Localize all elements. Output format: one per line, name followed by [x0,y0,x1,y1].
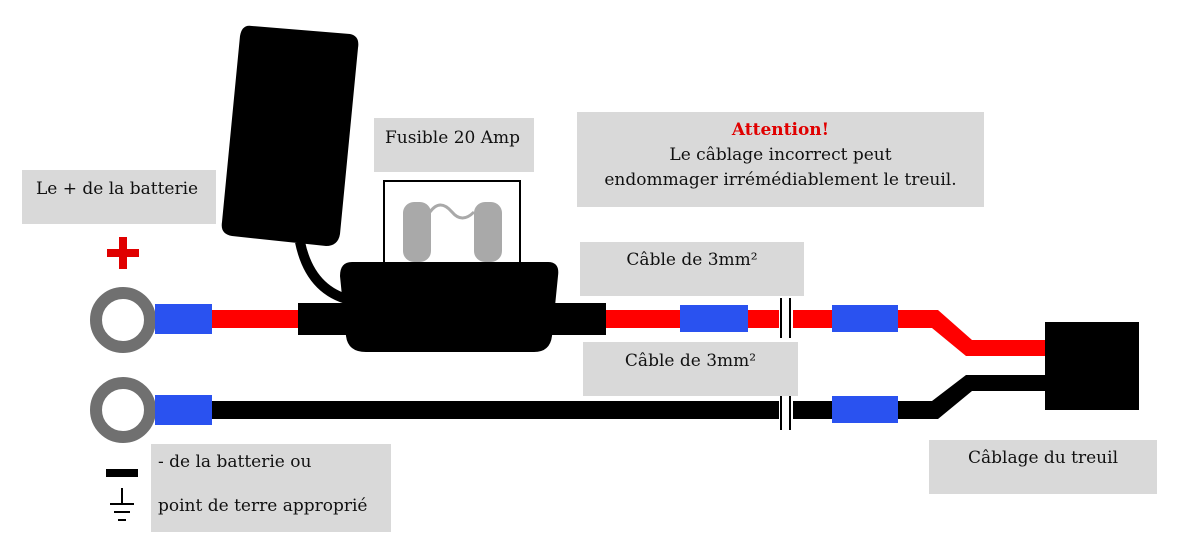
ground-icon [110,488,134,521]
battery-negative-label: - de la batterie ou point de terre appro… [151,444,391,532]
fuse-cap [221,25,359,246]
cable-top-label: Câble de 3mm² [580,242,804,296]
cable-break-positive [779,298,793,338]
ring-terminal-positive [90,287,156,353]
fuse-label: Fusible 20 Amp [374,118,534,172]
fuse-holder [340,262,559,352]
fuse-label-text: Fusible 20 Amp [385,128,521,148]
sleeve-negative-inline [832,396,898,423]
sleeve-positive-terminal [155,304,212,334]
battery-negative-line-2: point de terre approprié [158,496,368,516]
sleeve-negative-terminal [155,395,212,425]
cable-bottom-text: Câble de 3mm² [624,351,757,371]
attention-line-2: endommager irrémédiablement le treuil. [604,170,957,190]
blade-fuse-icon [383,180,521,264]
winch-label-text: Câblage du treuil [967,448,1119,468]
minus-symbol [106,469,138,477]
sleeve-positive-inline-1 [680,305,748,332]
cable-top-text: Câble de 3mm² [626,250,758,270]
winch-connector [1045,322,1139,410]
ring-terminal-negative [90,377,156,443]
plus-symbol [107,237,139,269]
negative-wire [210,375,1046,419]
attention-line-1: Le câblage incorrect peut [669,145,892,165]
attention-title: Attention! [731,120,830,140]
attention-note: Attention! Le câblage incorrect peut end… [577,112,984,207]
cable-bottom-label: Câble de 3mm² [583,342,798,396]
battery-negative-line-1: - de la batterie ou [158,452,312,472]
cable-break-negative [779,390,793,430]
battery-positive-label: Le + de la batterie [22,170,216,224]
winch-label: Câblage du treuil [929,440,1157,494]
sleeve-positive-inline-2 [832,305,898,332]
battery-positive-text: Le + de la batterie [36,179,199,199]
